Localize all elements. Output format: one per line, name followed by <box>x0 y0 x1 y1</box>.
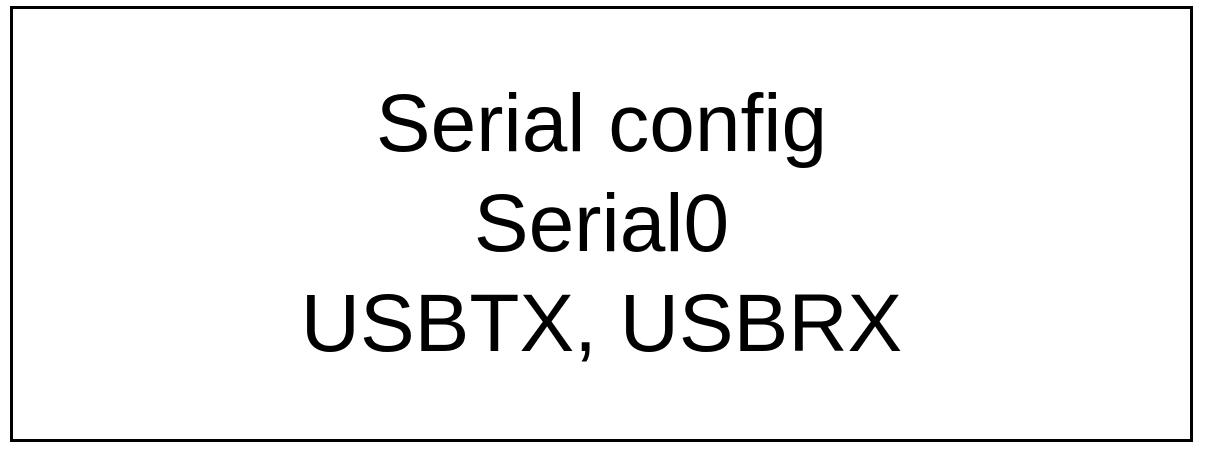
serial-port-label: Serial0 <box>473 178 730 269</box>
block-title: Serial config <box>375 78 828 169</box>
serial-config-block[interactable]: Serial config Serial0 USBTX, USBRX <box>10 6 1193 442</box>
serial-pins-label: USBTX, USBRX <box>300 278 903 369</box>
